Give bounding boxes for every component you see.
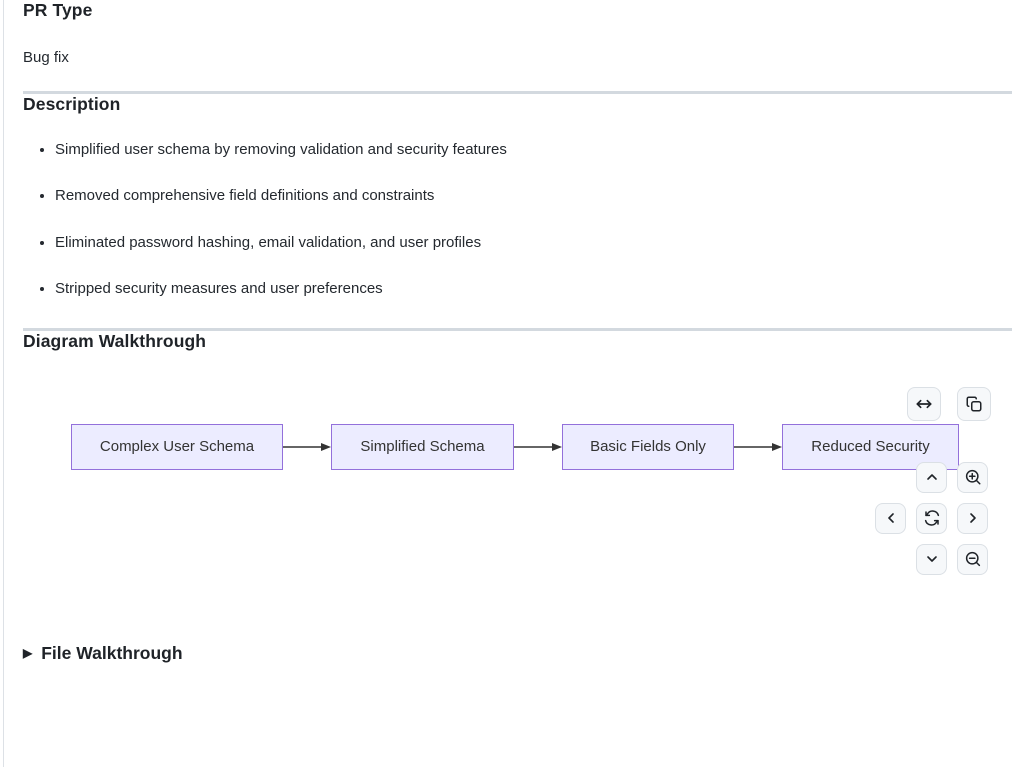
section-pr-type: PR Type Bug fix xyxy=(23,0,1012,67)
chevron-left-icon xyxy=(887,513,894,523)
panel-left-border xyxy=(3,0,4,767)
pr-type-heading: PR Type xyxy=(23,0,93,20)
description-bullet: Stripped security measures and user pref… xyxy=(55,281,1012,298)
flowchart-arrow-icon xyxy=(514,442,562,451)
pan-up-button[interactable] xyxy=(916,461,947,493)
flowchart-node: Reduced Security xyxy=(782,423,959,470)
zoom-in-button[interactable] xyxy=(957,461,988,493)
zoom-in-icon xyxy=(965,470,980,485)
reset-sync-icon xyxy=(924,510,939,526)
chevron-up-icon xyxy=(926,474,937,480)
pr-type-value: Bug fix xyxy=(23,48,69,66)
flowchart-nodes-row: Complex User Schema Simplified Schema Ba… xyxy=(71,423,959,470)
flowchart-arrow-icon xyxy=(734,442,782,451)
pan-left-button[interactable] xyxy=(875,502,906,534)
file-walkthrough-summary[interactable]: ▶ File Walkthrough xyxy=(23,643,1012,665)
mermaid-diagram-canvas[interactable]: Complex User Schema Simplified Schema Ba… xyxy=(23,369,1012,609)
zoom-out-button[interactable] xyxy=(957,543,988,575)
divider xyxy=(23,90,1012,94)
collapsed-triangle-icon: ▶ xyxy=(23,645,33,660)
pr-description-page: PR Type Bug fix Description Simplified u… xyxy=(0,0,1024,665)
reset-view-button[interactable] xyxy=(916,502,947,534)
chevron-down-icon xyxy=(926,556,937,562)
chevron-right-icon xyxy=(969,513,976,523)
description-heading: Description xyxy=(23,93,121,114)
zoom-out-icon xyxy=(965,552,980,567)
pan-down-button[interactable] xyxy=(916,543,947,575)
copy-button[interactable] xyxy=(957,386,991,421)
section-description: Description Simplified user schema by re… xyxy=(23,94,1012,298)
diagram-walkthrough-heading: Diagram Walkthrough xyxy=(23,330,207,351)
expand-horizontal-icon xyxy=(916,399,932,408)
description-list: Simplified user schema by removing valid… xyxy=(23,141,1012,298)
file-walkthrough-details: ▶ File Walkthrough xyxy=(23,643,1012,665)
flowchart-node: Basic Fields Only xyxy=(562,423,734,470)
copy-icon xyxy=(966,396,982,412)
pan-right-button[interactable] xyxy=(957,502,988,534)
description-bullet: Eliminated password hashing, email valid… xyxy=(55,234,1012,252)
flowchart-node: Simplified Schema xyxy=(331,423,514,470)
flowchart-arrow-icon xyxy=(283,442,331,451)
flowchart-node: Complex User Schema xyxy=(71,423,283,470)
section-diagram-walkthrough: Diagram Walkthrough Complex User Schema … xyxy=(23,331,1012,609)
description-bullet: Removed comprehensive field definitions … xyxy=(55,188,1012,205)
divider xyxy=(23,327,1012,331)
description-bullet: Simplified user schema by removing valid… xyxy=(55,141,1012,159)
file-walkthrough-heading: File Walkthrough xyxy=(41,642,183,663)
fit-width-button[interactable] xyxy=(907,386,941,421)
